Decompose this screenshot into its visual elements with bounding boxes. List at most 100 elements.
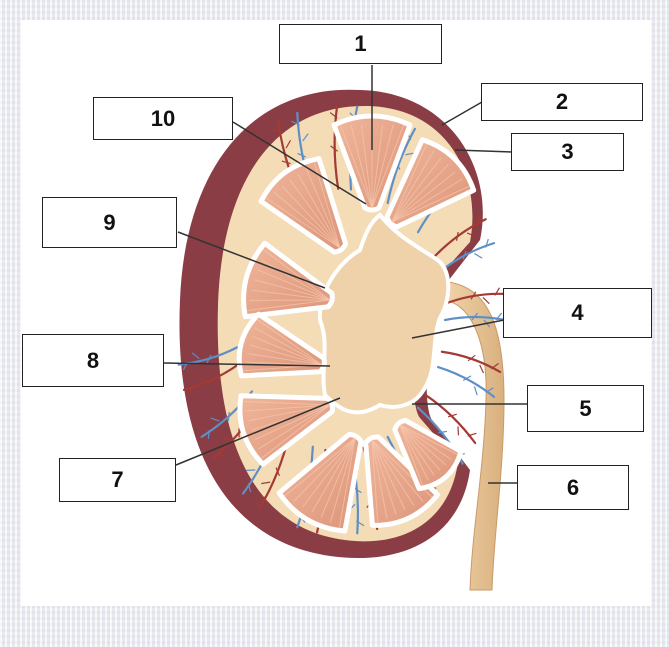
vessel-branch bbox=[261, 481, 271, 485]
vein bbox=[386, 127, 417, 205]
label-text-5: 5 bbox=[579, 395, 592, 421]
pyramid-striation bbox=[391, 157, 442, 223]
vessel-branch bbox=[281, 160, 291, 165]
pyramid-striation bbox=[371, 439, 424, 502]
renal-pyramid-3 bbox=[258, 156, 349, 255]
leader-line-7 bbox=[175, 397, 341, 466]
pyramid-striation bbox=[339, 124, 373, 209]
pyramid-striation bbox=[399, 424, 452, 461]
label-box-8: 8 bbox=[22, 334, 164, 387]
pyramid-striation bbox=[252, 335, 323, 366]
vessel-branch bbox=[188, 385, 194, 395]
label-box-9: 9 bbox=[42, 197, 177, 248]
renal-pyramid-7 bbox=[276, 431, 364, 534]
vessel-branch bbox=[494, 287, 501, 296]
label-box-7: 7 bbox=[59, 458, 176, 502]
pyramid-striation bbox=[262, 249, 331, 301]
pyramid-striation bbox=[254, 279, 331, 301]
renal-pyramid-4 bbox=[241, 240, 335, 320]
label-box-5: 5 bbox=[527, 385, 644, 432]
vessel-branch bbox=[302, 133, 309, 142]
leader-line-8 bbox=[163, 362, 331, 367]
pyramid-striation bbox=[247, 353, 323, 366]
vessel-branch bbox=[285, 140, 292, 149]
renal-pyramids bbox=[236, 113, 477, 534]
vessel-branch bbox=[474, 253, 483, 259]
vessel-branch bbox=[457, 426, 460, 436]
vein bbox=[436, 365, 496, 398]
pyramid-striation bbox=[257, 404, 331, 450]
pyramid-striation bbox=[297, 173, 341, 249]
vessel-branch bbox=[495, 312, 503, 321]
pyramid-striation bbox=[242, 400, 331, 406]
leader-line-10 bbox=[232, 121, 367, 205]
vessel-branch bbox=[467, 354, 476, 362]
label-box-4: 4 bbox=[503, 288, 652, 338]
vessel-branch bbox=[210, 417, 220, 422]
vessel-branch bbox=[471, 312, 479, 321]
vessel-branch bbox=[272, 129, 282, 134]
pyramid-striation bbox=[245, 361, 323, 366]
vessel-branch bbox=[191, 352, 200, 360]
label-box-6: 6 bbox=[517, 465, 629, 510]
pyramid-striation bbox=[289, 179, 341, 249]
vessel-branch bbox=[455, 231, 459, 241]
vessel-branch bbox=[477, 216, 480, 226]
pyramid-striation bbox=[302, 437, 356, 507]
label-text-8: 8 bbox=[86, 347, 100, 373]
pyramid-striation bbox=[260, 259, 331, 301]
renal-pyramid-6 bbox=[237, 393, 335, 467]
pyramid-striation bbox=[399, 424, 424, 486]
pyramid-striation bbox=[305, 167, 341, 249]
vessel-branch bbox=[462, 250, 467, 260]
pyramid-striation bbox=[391, 164, 449, 223]
vessel-branch bbox=[473, 386, 478, 396]
vessel-branch bbox=[485, 387, 494, 393]
leader-line-9 bbox=[177, 231, 326, 289]
vessel-branch bbox=[479, 364, 484, 374]
vessel-branch bbox=[263, 496, 269, 506]
label-text-2: 2 bbox=[555, 89, 569, 114]
vessel-branch bbox=[491, 362, 499, 370]
vessel-branch bbox=[211, 374, 216, 384]
label-text-6: 6 bbox=[566, 474, 580, 500]
vessel-branch bbox=[329, 112, 338, 119]
pyramid-striation bbox=[293, 437, 356, 502]
vessel-branch bbox=[247, 483, 252, 493]
artery bbox=[333, 104, 340, 190]
vessel-branch bbox=[207, 429, 210, 440]
vessel-branch bbox=[330, 145, 339, 152]
label-text-1: 1 bbox=[354, 31, 367, 56]
pyramid-striation bbox=[360, 124, 373, 209]
pyramid-striation bbox=[399, 424, 435, 476]
label-text-10: 10 bbox=[150, 105, 176, 131]
vessel-branch bbox=[206, 354, 212, 364]
vessel-branch bbox=[220, 436, 230, 440]
pyramid-striation bbox=[338, 437, 356, 528]
pyramid-striation bbox=[391, 185, 470, 223]
pyramid-striation bbox=[371, 439, 406, 511]
pyramid-striation bbox=[313, 162, 341, 249]
vessel-branch bbox=[355, 520, 365, 527]
vessel-branch bbox=[297, 152, 307, 158]
pyramid-striation bbox=[320, 437, 356, 518]
pyramid-striation bbox=[311, 437, 356, 513]
pyramid-striation bbox=[371, 439, 415, 507]
vessel-branch bbox=[485, 238, 489, 248]
label-text-9: 9 bbox=[103, 209, 116, 235]
pyramid-striation bbox=[257, 269, 331, 301]
ureter bbox=[439, 281, 505, 591]
pyramid-striation bbox=[371, 439, 397, 515]
pyramid-striation bbox=[391, 150, 435, 223]
label-text-7: 7 bbox=[111, 467, 124, 492]
vessel-branch bbox=[437, 430, 448, 434]
pyramid-striation bbox=[254, 327, 323, 366]
pyramid-striation bbox=[399, 424, 458, 455]
pyramid-striation bbox=[399, 424, 441, 471]
vessel-branch bbox=[405, 152, 415, 156]
vessel-branch bbox=[482, 296, 490, 305]
pyramid-striation bbox=[371, 124, 384, 209]
pyramid-striation bbox=[371, 124, 394, 209]
pyramid-striation bbox=[281, 185, 341, 249]
